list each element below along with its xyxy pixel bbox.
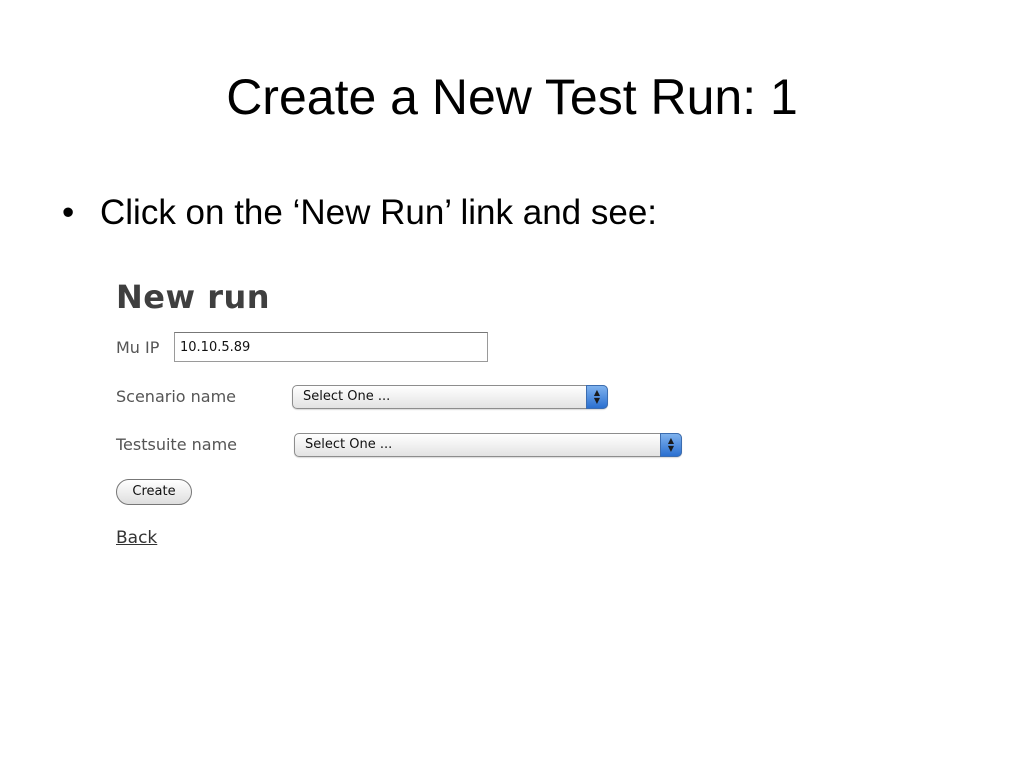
testsuite-select[interactable]: Select One ... ▲▼ (294, 433, 682, 457)
back-link[interactable]: Back (116, 528, 158, 548)
bullet-dot: • (62, 193, 75, 232)
bullet-text: Click on the ‘New Run’ link and see: (100, 193, 658, 232)
scenario-name-label: Scenario name (116, 387, 237, 406)
testsuite-name-label: Testsuite name (116, 435, 238, 454)
mu-ip-input[interactable] (174, 332, 488, 362)
create-button[interactable]: Create (116, 479, 192, 505)
scenario-select-value: Select One ... (303, 389, 391, 404)
form-heading: New run (116, 278, 271, 316)
mu-ip-label: Mu IP (116, 338, 160, 357)
scenario-select[interactable]: Select One ... ▲▼ (292, 385, 608, 409)
up-down-arrows-icon: ▲▼ (660, 433, 682, 457)
slide-title: Create a New Test Run: 1 (226, 69, 798, 125)
bullet-item: • Click on the ‘New Run’ link and see: (62, 188, 657, 238)
testsuite-select-value: Select One ... (305, 437, 393, 452)
new-run-form-screenshot: New run Mu IP Scenario name Select One .… (96, 268, 716, 568)
up-down-arrows-icon: ▲▼ (586, 385, 608, 409)
